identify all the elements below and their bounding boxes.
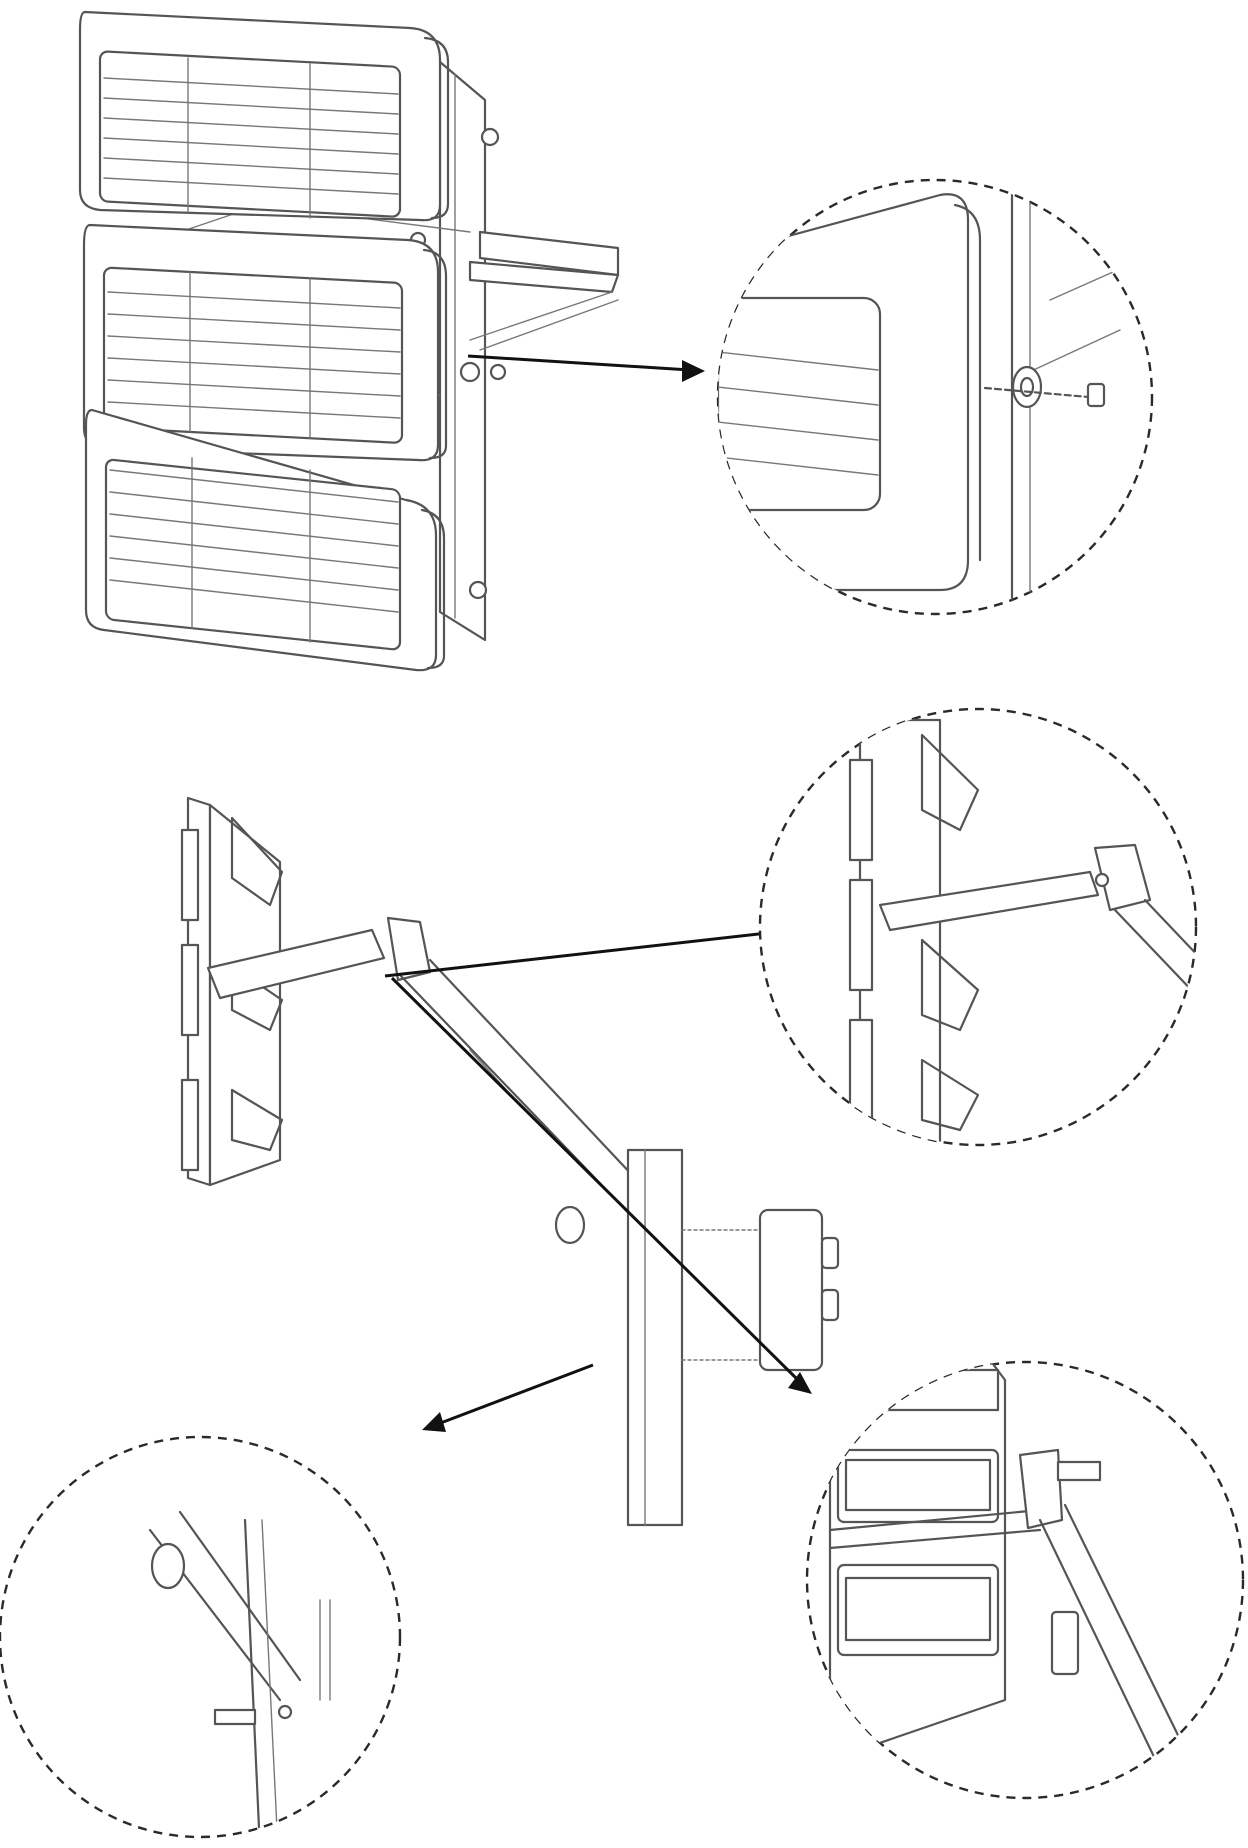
lamp-head-middle [82,223,507,462]
detail-pole-clamp [0,1435,402,1839]
tilt-arm [206,916,667,1245]
arrow-to-clamp-detail [422,1363,594,1432]
bottom-assembly [180,796,840,1527]
lamp-head-top [78,10,500,249]
arrow-to-bolt-detail [467,354,705,382]
pole-and-junction-box [626,1148,840,1527]
arrow-to-bracket-detail [390,976,812,1394]
detail-arm-pivot [758,707,1198,1147]
top-assembly [78,10,620,672]
detail-bolt-washer [716,178,1154,616]
detail-mount-bracket [805,1360,1245,1800]
lamp-stack-side-view [180,796,284,1187]
lamp-head-bottom [84,408,488,672]
arrow-to-pivot-detail [384,920,792,978]
